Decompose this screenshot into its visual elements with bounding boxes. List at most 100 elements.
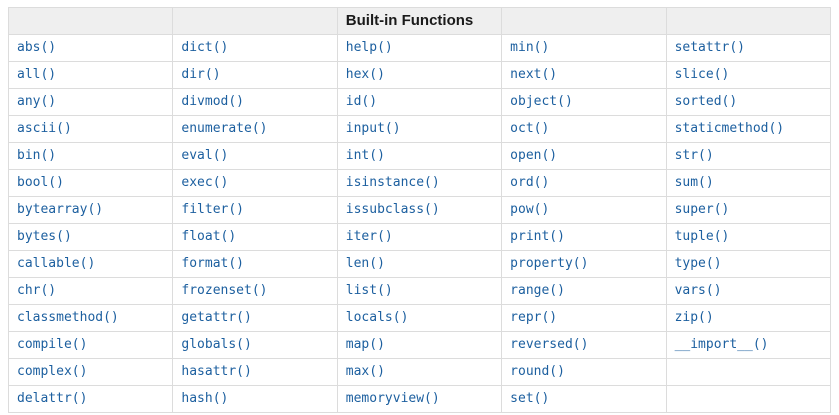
function-link[interactable]: oct() — [510, 121, 550, 136]
function-link[interactable]: dict() — [181, 40, 229, 55]
function-cell: locals() — [336, 304, 503, 332]
table-row: classmethod() getattr() locals() repr() zip(… — [7, 304, 832, 332]
function-cell: sum() — [665, 169, 832, 197]
function-link[interactable]: bin() — [17, 148, 57, 163]
function-link[interactable]: exec() — [181, 175, 229, 190]
function-cell: map() — [336, 331, 503, 359]
function-link[interactable]: classmethod() — [17, 310, 119, 325]
function-link[interactable]: staticmethod() — [674, 121, 785, 136]
function-cell: format() — [172, 250, 338, 278]
function-cell: enumerate() — [172, 115, 338, 143]
function-link[interactable]: open() — [510, 148, 558, 163]
function-link[interactable]: id() — [345, 94, 378, 109]
function-cell: compile() — [7, 331, 174, 359]
function-cell: memoryview() — [336, 385, 503, 413]
table-row: bytes() float() iter() print() tuple() — [7, 223, 832, 251]
table-row: ascii() enumerate() input() oct() staticmeth… — [7, 115, 832, 143]
function-link[interactable]: float() — [181, 229, 237, 244]
function-link[interactable]: input() — [345, 121, 401, 136]
function-link[interactable]: compile() — [17, 337, 88, 352]
function-cell: ascii() — [7, 115, 174, 143]
function-link[interactable]: iter() — [345, 229, 393, 244]
function-link[interactable]: next() — [510, 67, 558, 82]
function-link[interactable]: print() — [510, 229, 565, 244]
function-link[interactable]: str() — [674, 148, 714, 163]
function-cell: hex() — [336, 61, 503, 89]
function-link[interactable]: abs() — [17, 40, 57, 55]
function-link[interactable]: complex() — [17, 364, 88, 379]
function-link[interactable]: tuple() — [674, 229, 730, 244]
function-link[interactable]: delattr() — [17, 391, 88, 406]
function-link[interactable]: all() — [17, 67, 57, 82]
function-cell: __import__() — [665, 331, 832, 359]
function-link[interactable]: help() — [345, 40, 393, 55]
function-cell: getattr() — [172, 304, 338, 332]
function-link[interactable]: callable() — [17, 256, 96, 271]
function-link[interactable]: locals() — [345, 310, 409, 325]
function-cell: callable() — [7, 250, 174, 278]
function-cell: super() — [665, 196, 832, 224]
function-link[interactable]: min() — [510, 40, 550, 55]
function-link[interactable]: bytes() — [17, 229, 72, 244]
function-link[interactable]: bool() — [17, 175, 64, 190]
function-link[interactable]: object() — [510, 94, 573, 109]
function-link[interactable]: __import__() — [674, 337, 769, 352]
function-cell: list() — [336, 277, 503, 305]
function-link[interactable]: isinstance() — [345, 175, 440, 190]
function-link[interactable]: sorted() — [674, 94, 738, 109]
function-cell: help() — [336, 34, 503, 62]
function-cell: bytes() — [7, 223, 174, 251]
function-link[interactable]: slice() — [674, 67, 730, 82]
table-row: all() dir() hex() next() slice() — [7, 61, 832, 89]
function-link[interactable]: int() — [345, 148, 385, 163]
function-link[interactable]: format() — [181, 256, 245, 271]
function-link[interactable]: type() — [674, 256, 722, 271]
function-link[interactable]: hash() — [181, 391, 229, 406]
function-link[interactable]: round() — [510, 364, 565, 379]
function-link[interactable]: repr() — [510, 310, 558, 325]
function-link[interactable]: getattr() — [181, 310, 252, 325]
function-link[interactable]: sum() — [674, 175, 714, 190]
function-link[interactable]: any() — [17, 94, 57, 109]
function-cell: classmethod() — [7, 304, 174, 332]
function-link[interactable]: max() — [345, 364, 385, 379]
function-link[interactable]: map() — [345, 337, 385, 352]
function-link[interactable]: pow() — [510, 202, 550, 217]
function-link[interactable]: frozenset() — [181, 283, 268, 298]
function-link[interactable]: enumerate() — [181, 121, 268, 136]
function-link[interactable]: globals() — [181, 337, 252, 352]
function-link[interactable]: hex() — [345, 67, 385, 82]
function-cell: any() — [7, 88, 174, 116]
function-link[interactable]: list() — [345, 283, 393, 298]
function-cell: ord() — [501, 169, 667, 197]
function-cell: bool() — [7, 169, 174, 197]
function-link[interactable]: ascii() — [17, 121, 72, 136]
table-row: any() divmod() id() object() sorted() — [7, 88, 832, 116]
function-link[interactable]: eval() — [181, 148, 229, 163]
function-cell: exec() — [172, 169, 338, 197]
function-link[interactable]: reversed() — [510, 337, 589, 352]
function-link[interactable]: bytearray() — [17, 202, 104, 217]
function-link[interactable]: vars() — [674, 283, 722, 298]
header-cell-empty-5 — [665, 7, 832, 35]
function-link[interactable]: setattr() — [674, 40, 746, 55]
function-link[interactable]: divmod() — [181, 94, 245, 109]
function-cell: len() — [336, 250, 503, 278]
function-link[interactable]: len() — [345, 256, 385, 271]
function-link[interactable]: set() — [510, 391, 550, 406]
function-link[interactable]: property() — [510, 256, 589, 271]
function-link[interactable]: ord() — [510, 175, 550, 190]
function-link[interactable]: filter() — [181, 202, 245, 217]
function-link[interactable]: issubclass() — [345, 202, 440, 217]
function-cell: isinstance() — [336, 169, 503, 197]
function-cell: set() — [501, 385, 667, 413]
function-link[interactable]: memoryview() — [345, 391, 440, 406]
function-link[interactable]: range() — [510, 283, 565, 298]
function-cell: pow() — [501, 196, 667, 224]
function-link[interactable]: hasattr() — [181, 364, 252, 379]
function-link[interactable]: super() — [674, 202, 730, 217]
function-link[interactable]: dir() — [181, 67, 221, 82]
function-cell: tuple() — [665, 223, 832, 251]
function-link[interactable]: zip() — [674, 310, 714, 325]
function-link[interactable]: chr() — [17, 283, 57, 298]
